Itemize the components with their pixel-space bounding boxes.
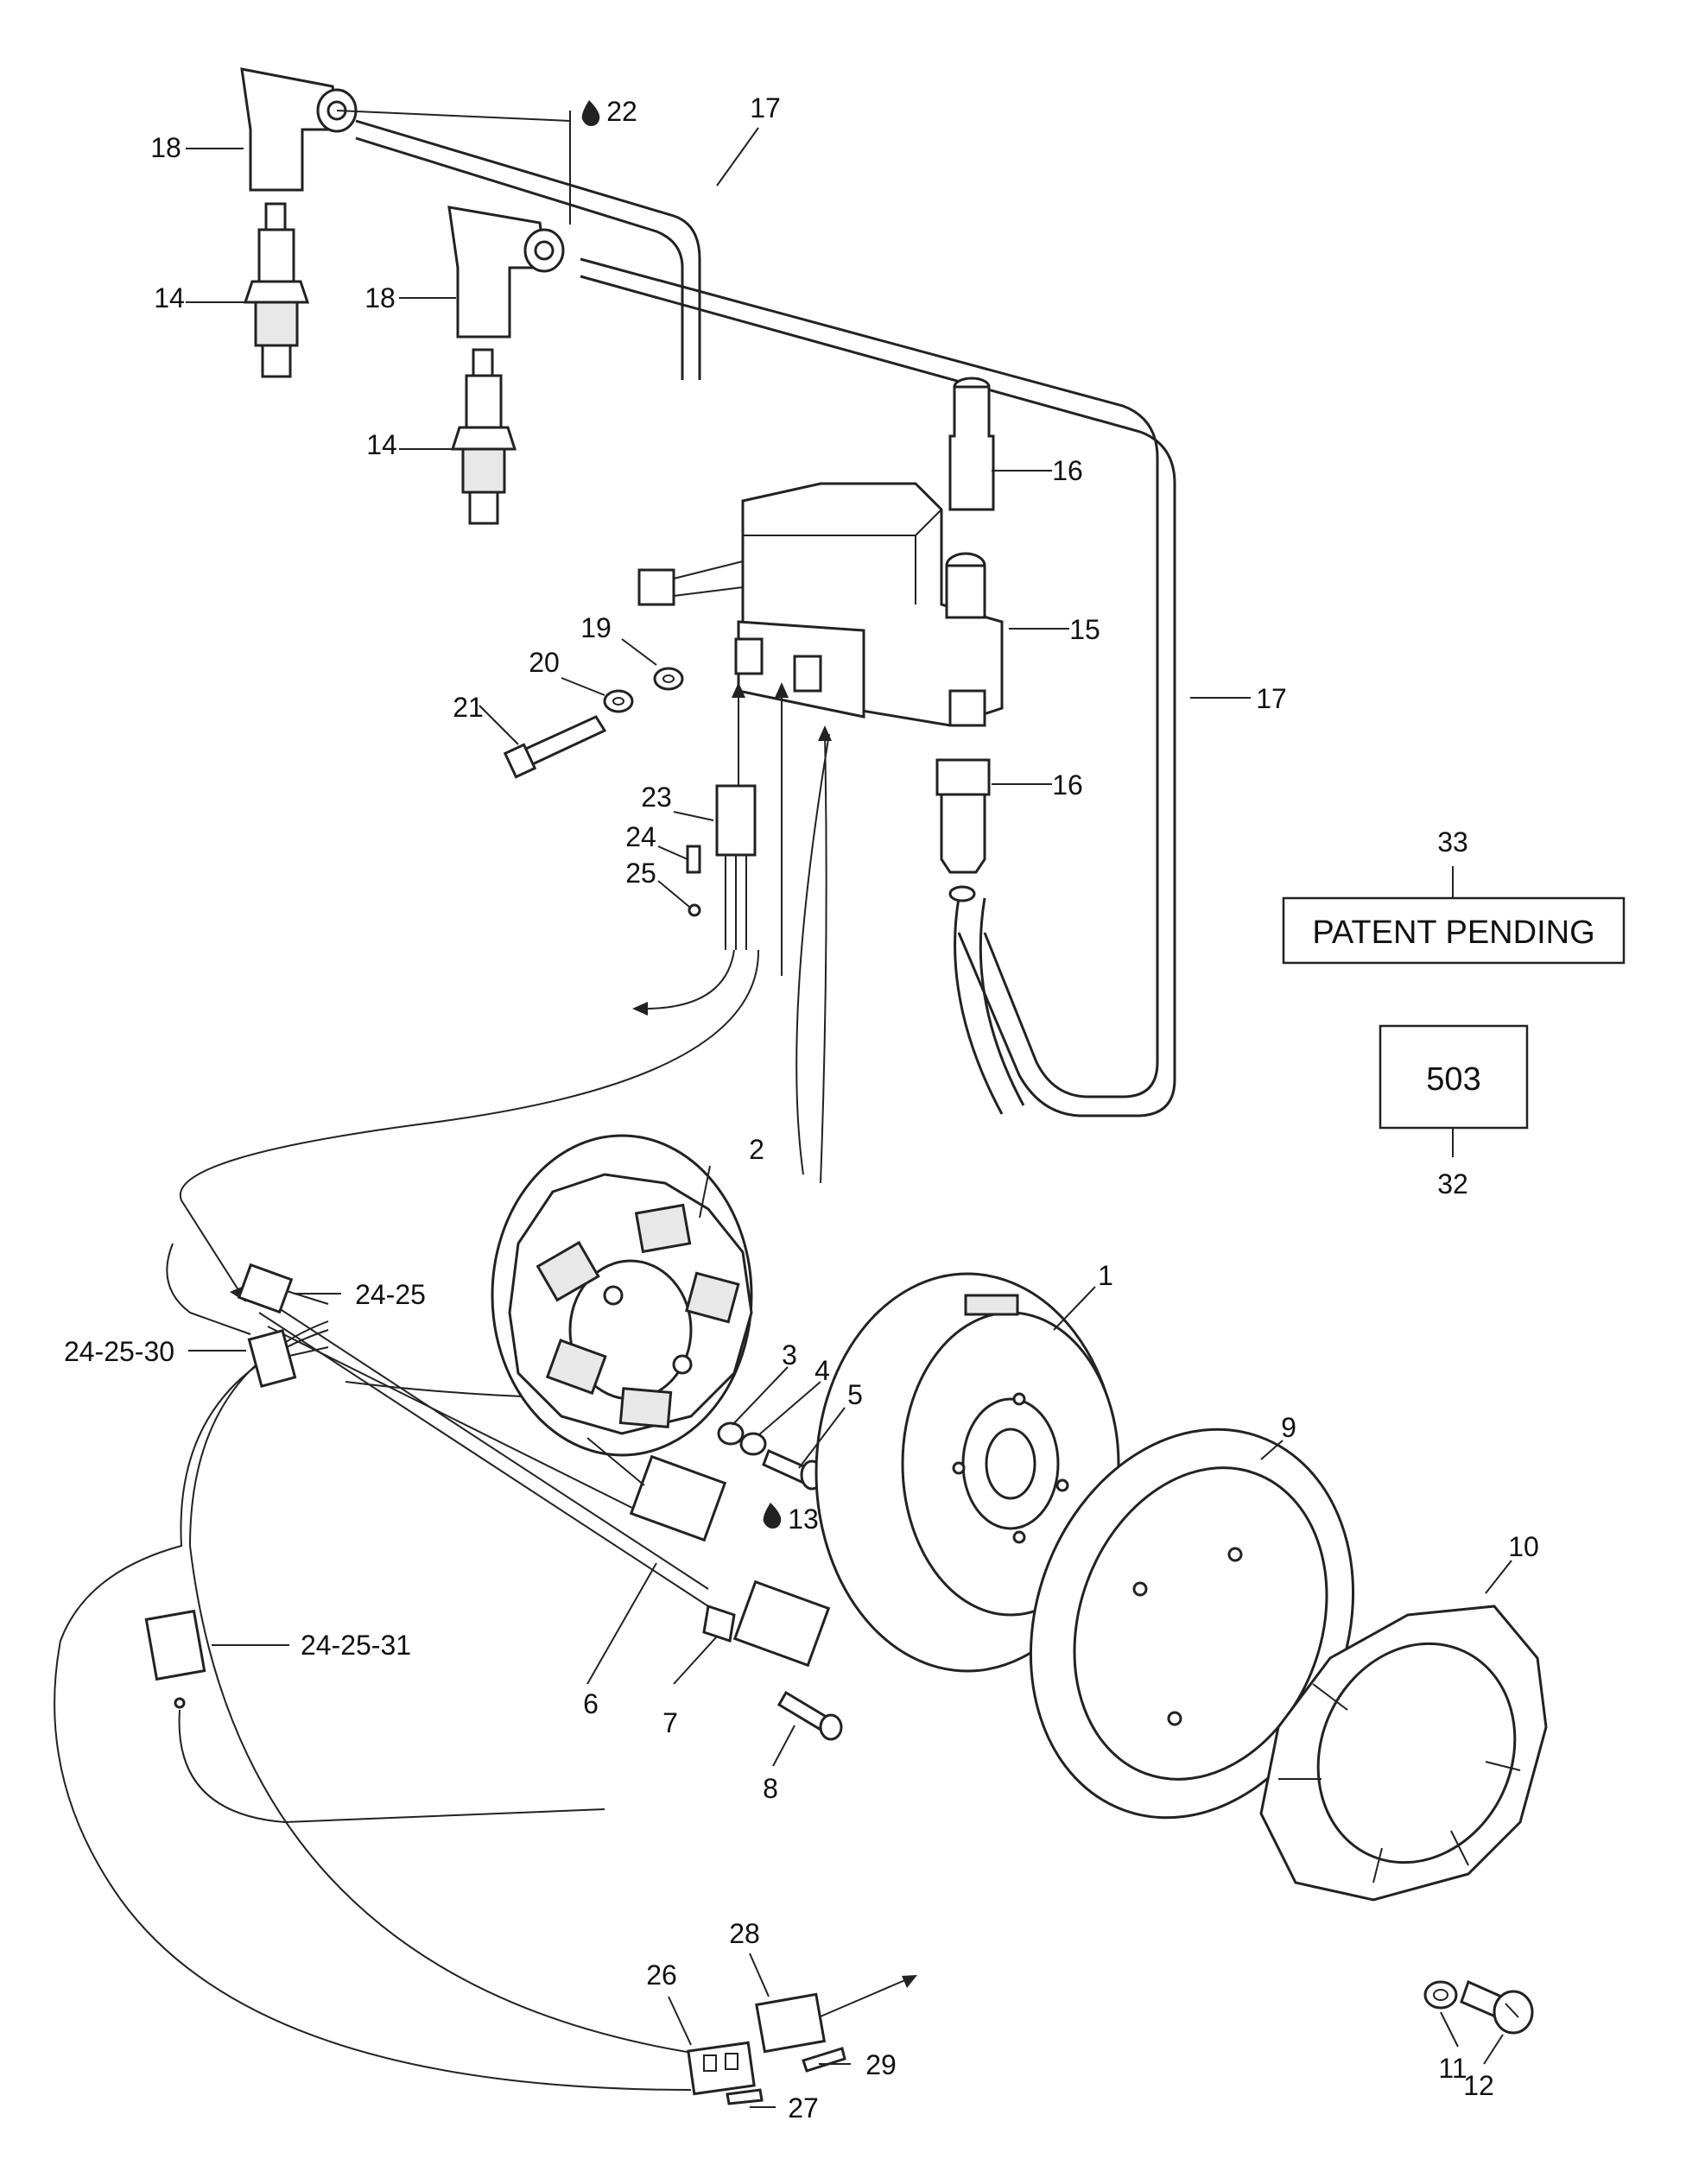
callout-18-upper: 18 — [150, 132, 181, 163]
callout-24-25: 24-25 — [355, 1279, 426, 1310]
connector-26 — [687, 2041, 756, 2096]
patent-pending-box: PATENT PENDING — [1282, 896, 1626, 965]
callout-1: 1 — [1098, 1260, 1113, 1291]
washer-20 — [603, 689, 634, 713]
callout-24-25-30: 24-25-30 — [64, 1336, 174, 1367]
stator-2 — [491, 1134, 753, 1457]
callout-17-lower: 17 — [1256, 683, 1287, 714]
callout-8: 8 — [763, 1773, 778, 1804]
terminal-24 — [686, 845, 701, 874]
callout-28: 28 — [729, 1918, 760, 1949]
engine-code-box: 503 — [1379, 1024, 1529, 1130]
connector-24-25-31 — [144, 1609, 605, 1824]
callout-21: 21 — [453, 692, 484, 723]
washer-3 — [717, 1421, 745, 1446]
spark-plug-14-lower — [450, 348, 517, 525]
callout-20: 20 — [529, 647, 560, 678]
high-tension-wire-17 — [355, 119, 1176, 1117]
callout-19: 19 — [580, 612, 612, 643]
bracket-7 — [702, 1605, 736, 1643]
callout-2: 2 — [749, 1134, 764, 1165]
callout-5: 5 — [847, 1379, 863, 1410]
coil-boot-16-lower — [935, 758, 991, 902]
engine-code-label: 503 — [1426, 1061, 1480, 1098]
callout-29: 29 — [865, 2049, 897, 2080]
ignition-coil-15 — [637, 482, 1004, 727]
callout-3: 3 — [782, 1339, 797, 1371]
callout-16-lower: 16 — [1052, 769, 1083, 801]
callout-18-lower: 18 — [364, 282, 396, 313]
spark-plug-cap-18-lower — [447, 206, 565, 339]
callout-13: 13 — [788, 1503, 819, 1535]
rewind-cover-10 — [1259, 1605, 1548, 1902]
callout-17-upper: 17 — [750, 92, 781, 123]
callout-10: 10 — [1508, 1531, 1539, 1562]
washer-4 — [739, 1432, 767, 1456]
callout-12: 12 — [1463, 2070, 1494, 2101]
seal-25 — [688, 903, 701, 917]
callout-24-25-31: 24-25-31 — [301, 1630, 411, 1661]
callout-14-upper: 14 — [154, 282, 185, 313]
callout-22: 22 — [606, 96, 637, 127]
spark-plug-14-upper — [243, 202, 310, 378]
callout-27: 27 — [788, 2092, 819, 2124]
harness-6 — [54, 1295, 831, 2091]
screw-12 — [1460, 1979, 1534, 2035]
screw-21 — [503, 715, 607, 779]
connector-24-25-30 — [247, 1328, 329, 1389]
leader-lines — [186, 110, 1512, 2108]
coil-boot-16-upper — [948, 377, 995, 511]
washer-19 — [653, 667, 684, 691]
callout-11: 11 — [1438, 2053, 1467, 2084]
terminal-27 — [726, 2088, 764, 2105]
callout-33: 33 — [1437, 826, 1468, 858]
callout-7: 7 — [662, 1707, 678, 1738]
callout-24: 24 — [625, 821, 656, 852]
callout-6: 6 — [583, 1688, 599, 1719]
screw-8 — [776, 1690, 843, 1741]
starting-pulley-9 — [1029, 1428, 1355, 1820]
callout-23: 23 — [641, 782, 672, 813]
screw-5 — [762, 1448, 824, 1491]
callout-14-lower: 14 — [366, 429, 397, 460]
sealant-drop-icon — [581, 100, 600, 126]
callout-labels: 1 2 3 4 5 6 7 8 9 10 11 12 13 14 14 15 1… — [64, 92, 1539, 2124]
spark-plug-cap-18-upper — [240, 67, 358, 192]
callout-16-upper: 16 — [1052, 455, 1083, 486]
connector-housing-23 — [715, 784, 757, 950]
terminal-29 — [802, 2047, 846, 2073]
callout-32: 32 — [1437, 1168, 1468, 1200]
sealant-drop-icon — [763, 1503, 782, 1529]
callout-25: 25 — [625, 858, 656, 889]
washer-11 — [1423, 1980, 1458, 2010]
callout-26: 26 — [646, 1959, 677, 1991]
callout-9: 9 — [1281, 1412, 1296, 1443]
patent-pending-label: PATENT PENDING — [1312, 915, 1594, 951]
connector-28 — [755, 1975, 917, 2054]
connector-24-25 — [237, 1263, 329, 1314]
callout-15: 15 — [1069, 614, 1100, 645]
callout-4: 4 — [814, 1355, 830, 1386]
